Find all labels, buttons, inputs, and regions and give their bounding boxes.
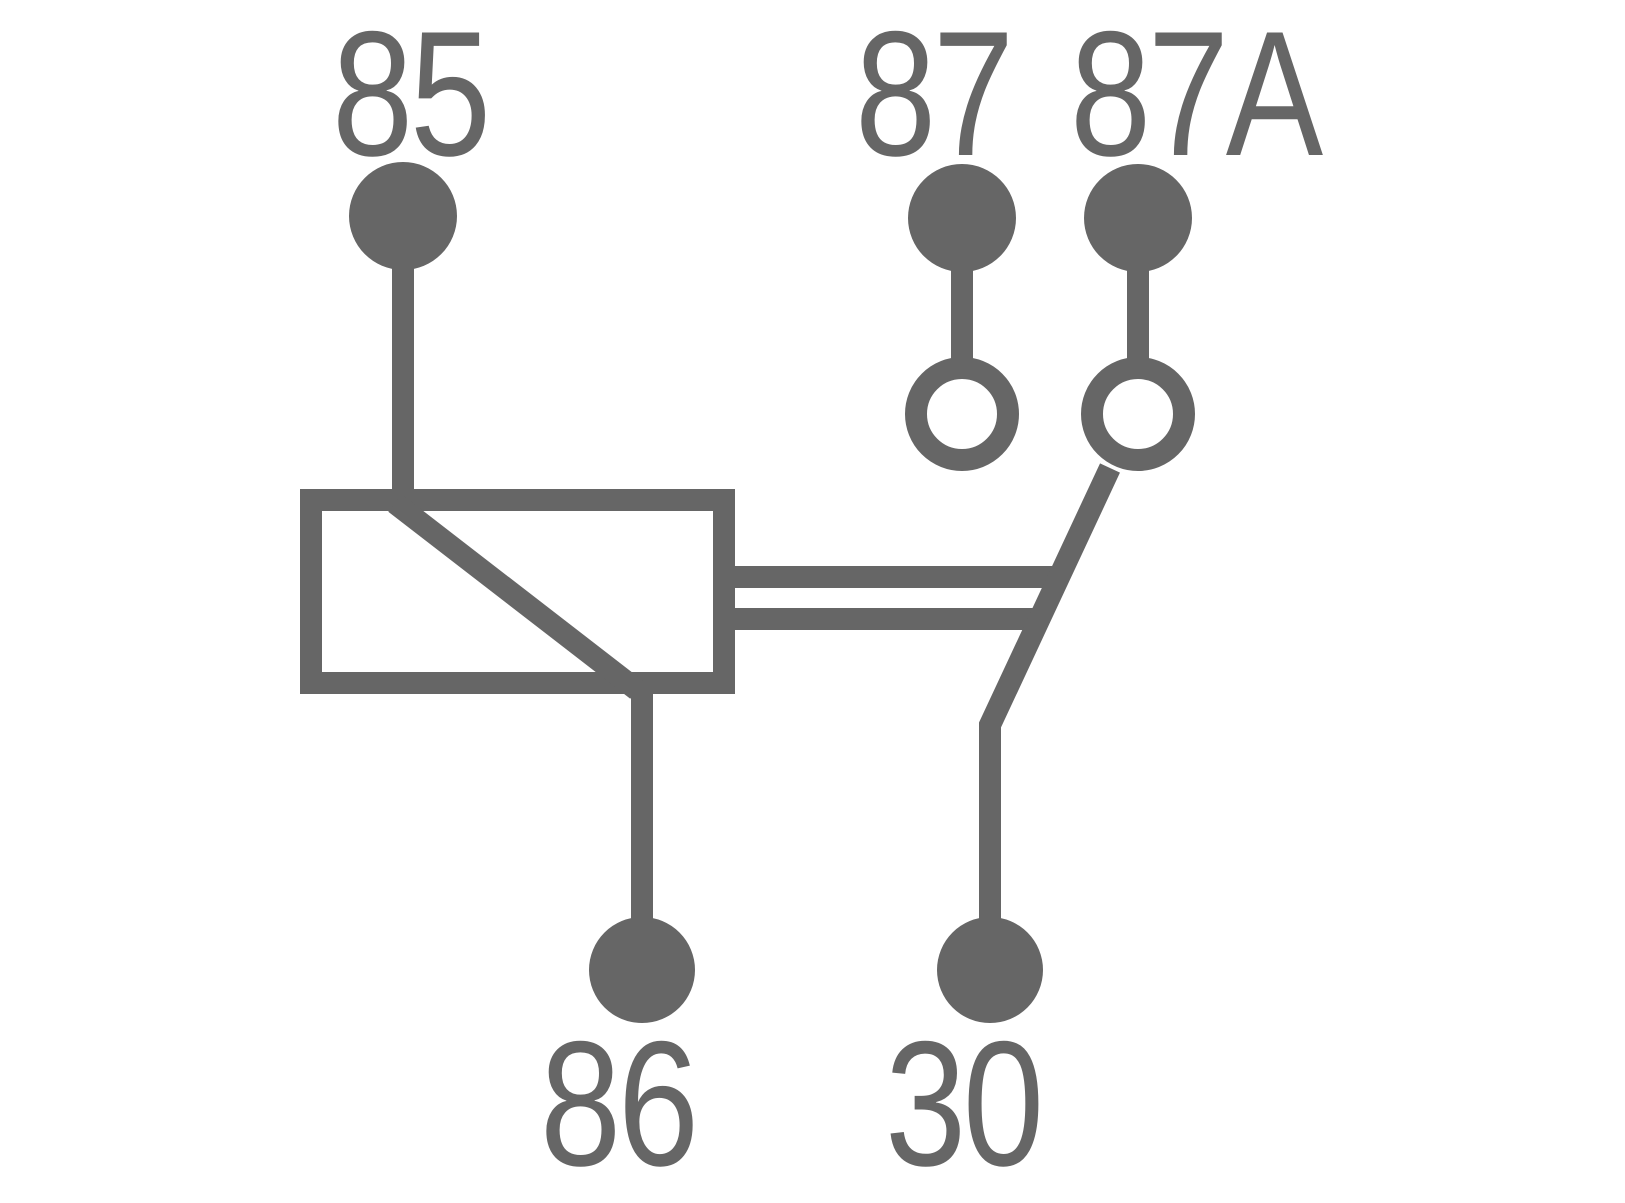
- terminal-30-label: 30: [885, 1004, 1044, 1203]
- terminal-86-label: 86: [540, 1004, 699, 1203]
- coil-box: [300, 489, 735, 694]
- coil-diagonal: [388, 494, 644, 699]
- relay-schematic: [300, 162, 1195, 1023]
- terminal-85-dot: [349, 162, 457, 270]
- terminal-87-label: 87: [855, 0, 1014, 193]
- terminal-87A-label: 87A: [1070, 0, 1323, 193]
- terminal-87-dot: [908, 164, 1016, 272]
- switch-arm: [979, 463, 1120, 980]
- terminal-87A-dot: [1084, 164, 1192, 272]
- terminal-85-label: 85: [332, 0, 491, 193]
- terminal-86-dot: [589, 917, 695, 1023]
- contact-87-circle: [905, 357, 1019, 471]
- contact-87A-circle: [1081, 357, 1195, 471]
- terminal-30-dot: [937, 917, 1043, 1023]
